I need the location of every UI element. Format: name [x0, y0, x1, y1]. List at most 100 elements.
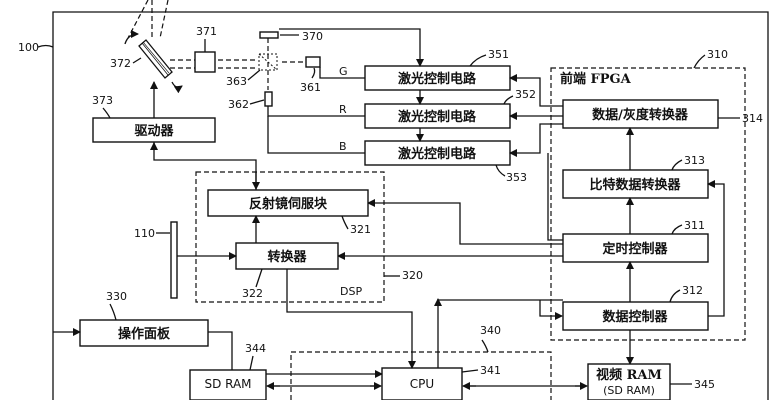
device-frame	[52, 11, 769, 400]
laser-emitter-361	[305, 56, 321, 68]
laser-emitter-362	[264, 91, 273, 107]
ref-340: 340	[480, 324, 501, 337]
sd-ram-block	[189, 369, 267, 400]
ref-320: 320	[402, 269, 423, 282]
video-ram-block	[587, 363, 671, 400]
gray-to-laser-g	[509, 74, 563, 107]
leader-322	[255, 268, 263, 288]
wire-b	[267, 116, 365, 154]
ref-314: 314	[742, 112, 763, 125]
mirror-servo-label: 反射镜伺服块	[249, 196, 328, 212]
ref-373: 373	[92, 94, 113, 107]
operation-panel	[79, 319, 209, 347]
ref-361: 361	[300, 81, 321, 94]
lens-block	[194, 51, 216, 73]
cpu-block	[381, 367, 463, 400]
scan-beam-3	[159, 0, 169, 39]
ref-372: 372	[110, 57, 131, 70]
gray-to-laser-b	[509, 123, 563, 157]
leader-312	[669, 289, 681, 303]
timing-controller-label: 定时控制器	[601, 241, 668, 257]
fpga-title: 前端 FPGA	[560, 71, 632, 87]
data-gray-converter	[562, 99, 719, 129]
fpga-boundary	[550, 67, 746, 341]
leader-353	[495, 164, 506, 177]
scan-beam-2	[127, 0, 149, 39]
laser-control-g-label: 激光控制电路	[398, 71, 477, 87]
ref-352: 352	[515, 88, 536, 101]
converter-to-cpu	[286, 269, 416, 369]
leader-351	[469, 54, 487, 67]
data-controller-label: 数据控制器	[602, 309, 668, 325]
ref-371: 371	[196, 25, 217, 38]
leader-344	[249, 355, 254, 371]
ref-353: 353	[506, 171, 527, 184]
panel-to-cpu	[208, 331, 383, 378]
laser-control-b-label: 激光控制电路	[398, 146, 477, 162]
ref-344: 344	[245, 342, 266, 355]
leader-340	[481, 339, 489, 353]
leader-311	[671, 224, 683, 235]
leader-341	[461, 369, 479, 373]
ref-321: 321	[350, 223, 371, 236]
leader-310	[693, 54, 706, 69]
ref-311: 311	[684, 219, 705, 232]
signal-r: R	[339, 103, 347, 116]
laser-emitter-370	[259, 31, 279, 39]
ref-370: 370	[302, 30, 323, 43]
wire-g	[319, 67, 365, 79]
leader-362	[249, 99, 265, 105]
mirror-servo-block	[207, 189, 369, 217]
leader-330	[109, 303, 117, 321]
dsp-boundary	[195, 171, 385, 303]
leader-361	[311, 67, 316, 79]
bus-to-data-ctrl	[539, 300, 563, 320]
ref-100: 100	[18, 41, 39, 54]
rotation-arrow-lower	[171, 81, 183, 94]
data-ctrl-to-bit	[707, 180, 725, 317]
leader-313	[671, 159, 683, 171]
laser-control-g	[364, 65, 511, 91]
ref-351: 351	[488, 48, 509, 61]
ref-322: 322	[242, 287, 263, 300]
laser-control-r-label: 激光控制电路	[398, 109, 477, 125]
leader-352	[503, 95, 514, 105]
beam-combiner	[258, 53, 278, 71]
leader-321	[341, 215, 349, 230]
cpu-area-boundary	[290, 351, 552, 400]
wire-r	[267, 106, 365, 117]
sensor-bar	[170, 221, 178, 299]
ref-330: 330	[106, 290, 127, 303]
converter-label: 转换器	[267, 249, 307, 265]
ref-363: 363	[226, 75, 247, 88]
driver-label: 驱动器	[134, 124, 174, 139]
timing-to-mirror-servo	[367, 199, 563, 245]
ref-310: 310	[707, 48, 728, 61]
timing-to-laser-b	[547, 153, 563, 241]
ref-345: 345	[694, 378, 715, 391]
leader-372	[132, 57, 142, 64]
scanning-mirror	[138, 39, 173, 79]
rotation-arrow-upper	[124, 30, 139, 45]
timing-controller	[562, 233, 709, 263]
ref-341: 341	[480, 364, 501, 377]
leader-363	[247, 69, 261, 81]
signal-g: G	[339, 65, 348, 78]
dsp-label: DSP	[340, 285, 362, 298]
feed-370-to-laser	[279, 28, 424, 67]
data-gray-converter-label: 数据/灰度转换器	[592, 107, 689, 123]
bit-data-converter-label: 比特数据转换器	[589, 177, 681, 193]
ref-313: 313	[684, 154, 705, 167]
cpu-label: CPU	[410, 377, 434, 391]
signal-b: B	[339, 140, 347, 153]
ref-362: 362	[228, 98, 249, 111]
driver-servo-link	[153, 142, 257, 190]
leader-373	[102, 107, 111, 119]
ref-312: 312	[682, 284, 703, 297]
ref-110: 110	[134, 227, 155, 240]
video-ram-sublabel: (SD RAM)	[603, 384, 655, 397]
leader-100	[37, 44, 54, 48]
video-ram-label: 视频 RAM	[596, 367, 662, 383]
operation-panel-label: 操作面板	[118, 326, 171, 342]
